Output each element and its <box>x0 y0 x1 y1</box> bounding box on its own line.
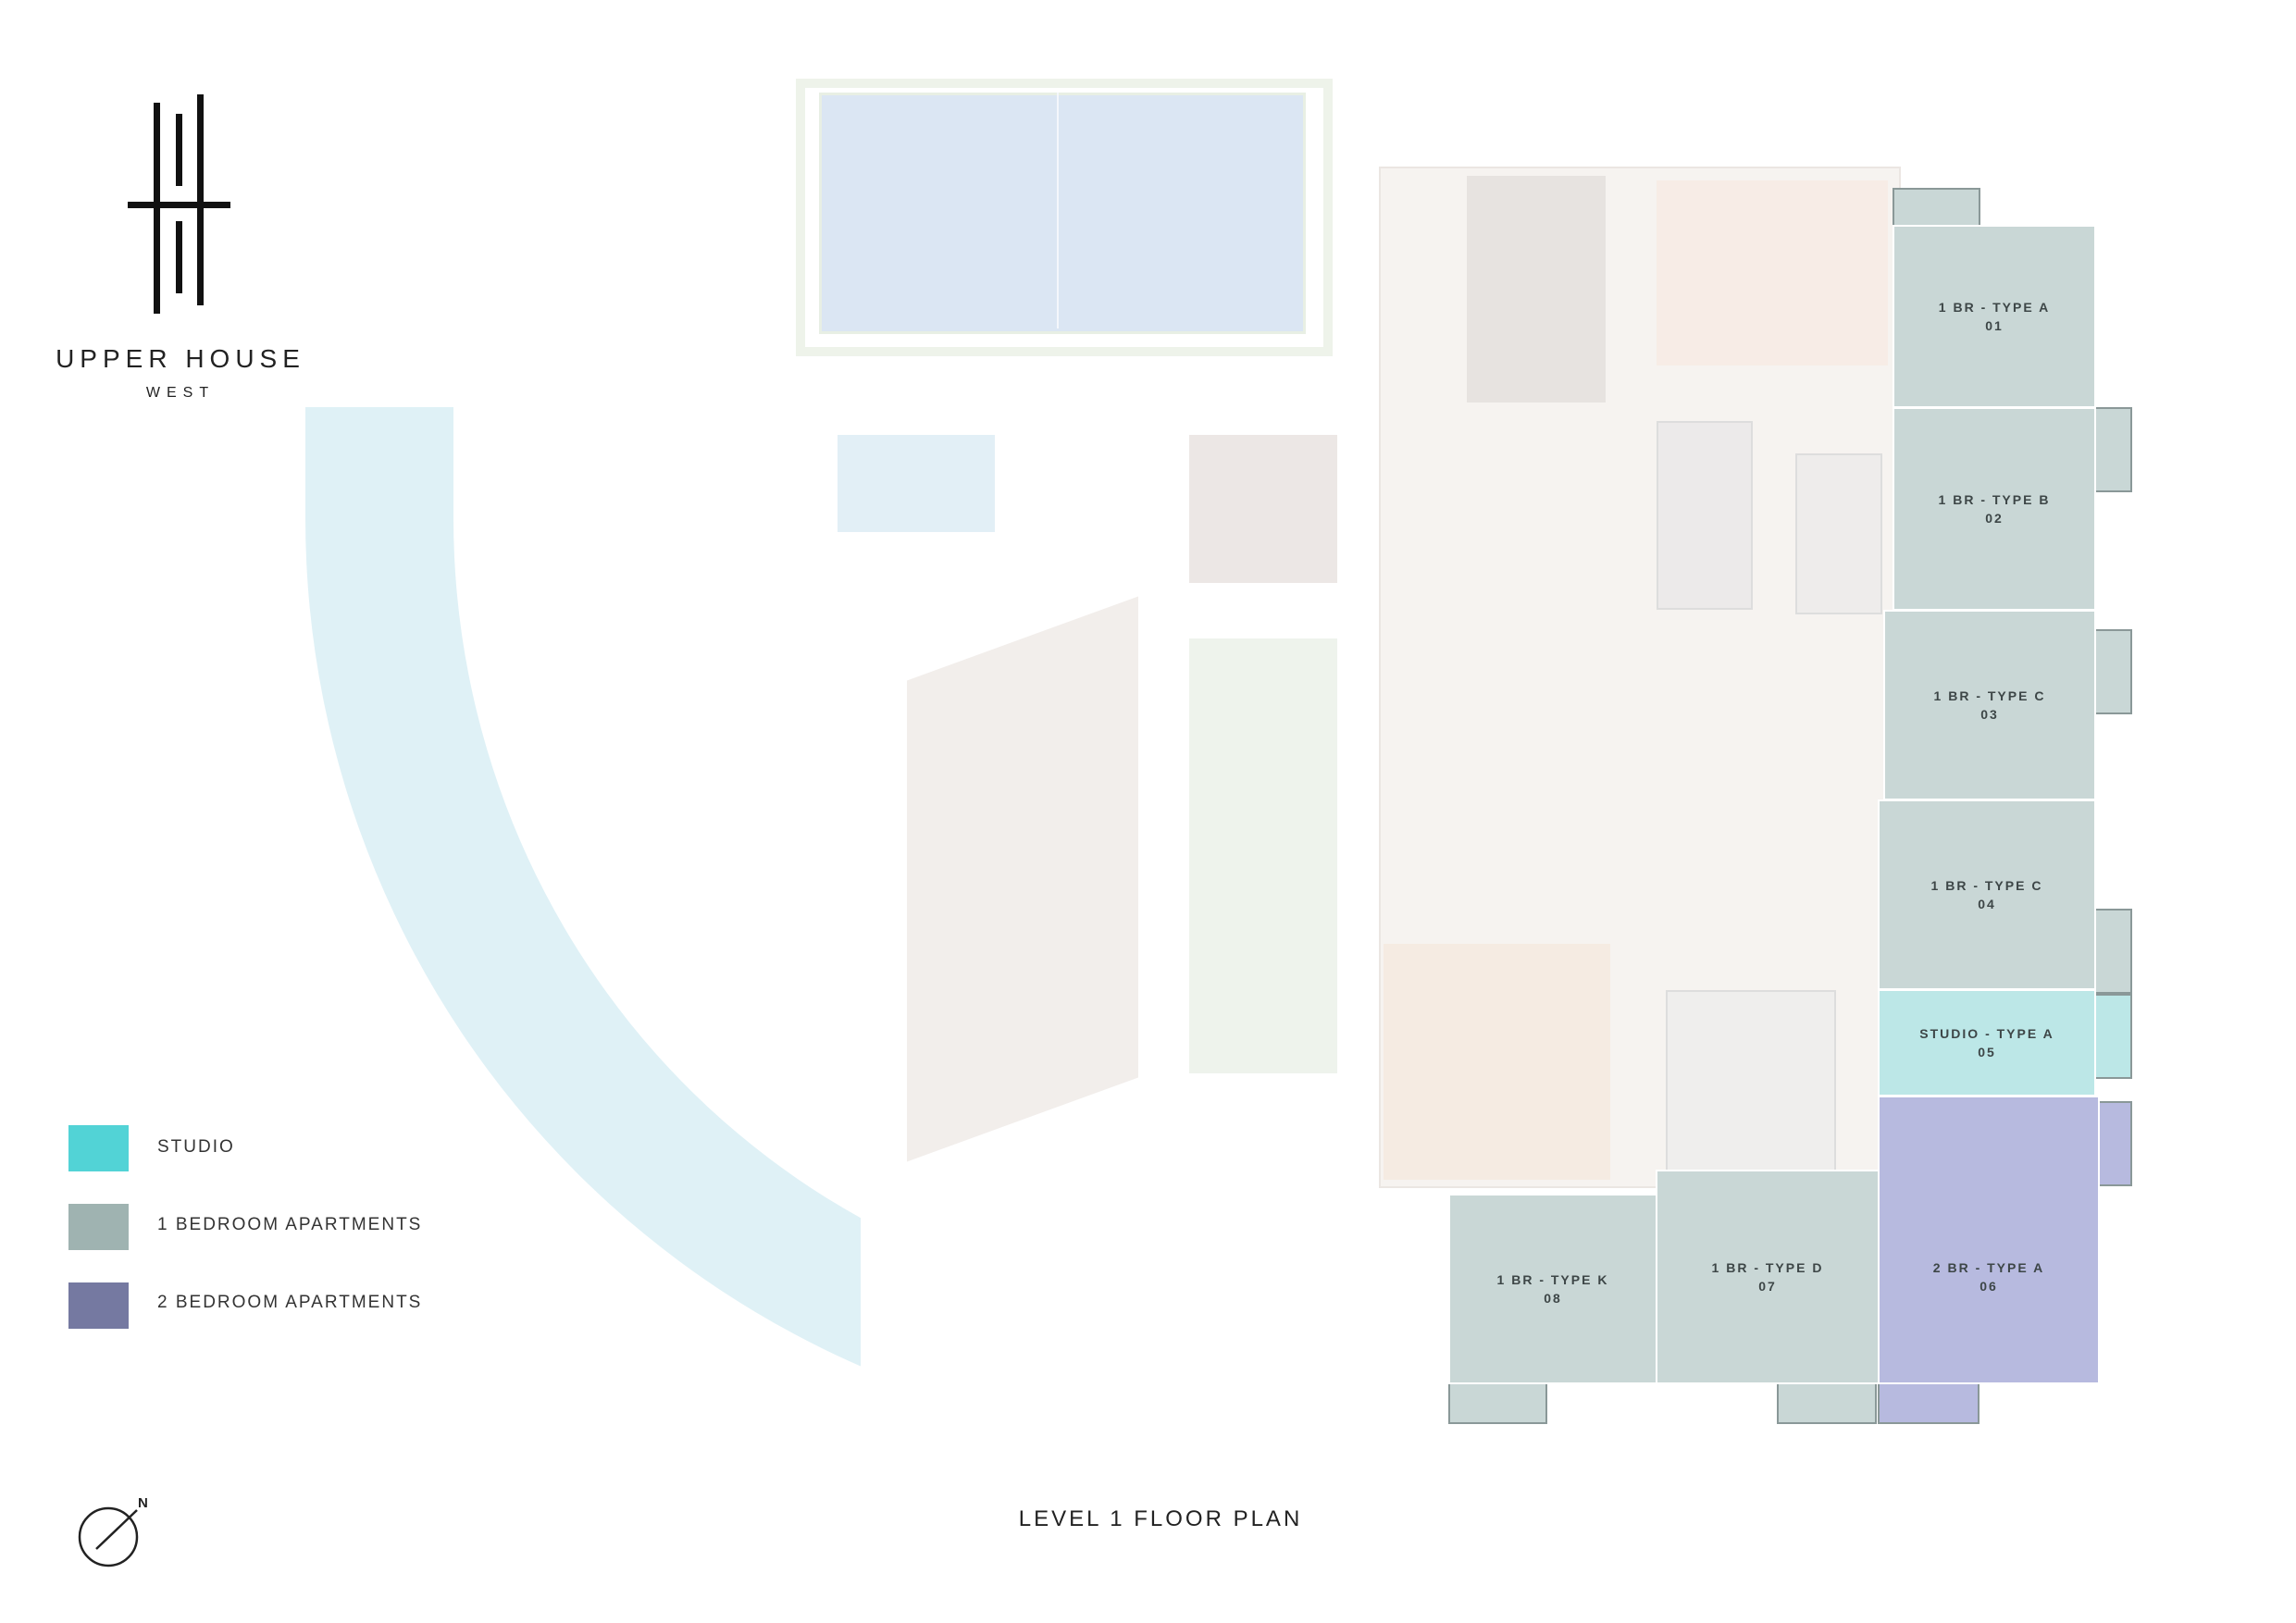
unit-type: 1 BR - TYPE K <box>1496 1272 1609 1287</box>
unit-number: 08 <box>1544 1291 1562 1306</box>
unit-type: 1 BR - TYPE B <box>1938 492 2051 507</box>
unit-number: 01 <box>1985 318 2004 333</box>
gym <box>1467 176 1606 403</box>
deck <box>907 596 1138 1162</box>
cafe <box>1657 180 1888 365</box>
unit-number: 07 <box>1758 1279 1777 1294</box>
unit-type: 1 BR - TYPE C <box>1933 688 2046 703</box>
logo-mark <box>176 221 182 293</box>
garden-strip <box>796 79 1333 356</box>
unit-05[interactable]: STUDIO - TYPE A 05 <box>1878 989 2096 1096</box>
legend-label-1br: 1 BEDROOM APARTMENTS <box>157 1215 423 1234</box>
legend-swatch-1br <box>68 1204 129 1250</box>
plan-title: LEVEL 1 FLOOR PLAN <box>1018 1506 1303 1531</box>
core <box>1657 421 1753 610</box>
balcony <box>2093 994 2132 1079</box>
unit-number: 03 <box>1980 707 1999 722</box>
logo-mark <box>128 202 230 208</box>
balcony <box>2093 407 2132 492</box>
unit-07[interactable]: 1 BR - TYPE D 07 <box>1656 1170 1880 1384</box>
brand-name: UPPER HOUSE <box>56 344 305 373</box>
balcony <box>1893 188 1980 229</box>
unit-06[interactable]: 2 BR - TYPE A 06 <box>1878 1096 2100 1384</box>
unit-type: 1 BR - TYPE A <box>1938 300 2051 315</box>
small-pool <box>838 435 995 532</box>
balcony <box>1878 1382 1980 1424</box>
compass-north-label: N <box>138 1495 148 1511</box>
unit-number: 02 <box>1985 511 2004 526</box>
lawn <box>1189 638 1337 1073</box>
balcony <box>1448 1382 1547 1424</box>
studio-room <box>1384 944 1610 1180</box>
balcony <box>2093 909 2132 994</box>
lift-core <box>1666 990 1836 1179</box>
brand-subtitle: WEST <box>145 385 216 401</box>
unit-type: 1 BR - TYPE D <box>1711 1260 1824 1275</box>
logo-mark <box>176 114 182 186</box>
tennis-court <box>819 93 1306 334</box>
unit-number: 04 <box>1978 897 1996 911</box>
unit-type: 2 BR - TYPE A <box>1932 1260 2045 1275</box>
legend-label-2br: 2 BEDROOM APARTMENTS <box>157 1293 423 1312</box>
unit-02[interactable]: 1 BR - TYPE B 02 <box>1893 407 2096 611</box>
unit-type: 1 BR - TYPE C <box>1930 878 2043 893</box>
stair-core <box>1795 453 1882 614</box>
unit-number: 05 <box>1978 1045 1996 1059</box>
unit-04[interactable]: 1 BR - TYPE C 04 <box>1878 799 2096 990</box>
unit-08[interactable]: 1 BR - TYPE K 08 <box>1448 1194 1657 1384</box>
unit-type: STUDIO - TYPE A <box>1919 1026 2054 1041</box>
compass-icon: N <box>78 1495 148 1567</box>
legend-swatch-studio <box>68 1125 129 1171</box>
lounge <box>1189 435 1337 583</box>
balcony <box>1777 1382 1877 1424</box>
logo-mark <box>154 103 160 314</box>
court-line <box>1057 93 1059 328</box>
unit-number: 06 <box>1980 1279 1998 1294</box>
legend-label-studio: STUDIO <box>157 1137 235 1157</box>
balcony <box>2093 629 2132 714</box>
logo-mark <box>197 94 204 305</box>
unit-03[interactable]: 1 BR - TYPE C 03 <box>1883 610 2096 800</box>
legend-swatch-2br <box>68 1282 129 1329</box>
unit-01[interactable]: 1 BR - TYPE A 01 <box>1893 225 2096 408</box>
